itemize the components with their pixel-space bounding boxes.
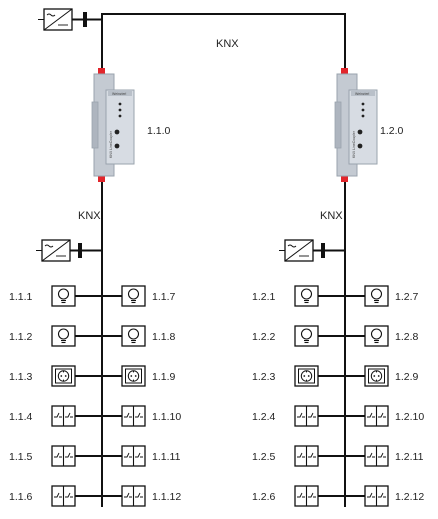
device-brand: Weinzierl [112,92,127,96]
device-address: 1.2.6 [252,491,276,503]
device-address: 1.1.7 [152,291,176,303]
device-address: 1.1.10 [152,411,181,423]
device-address: 1.1.1 [9,291,33,303]
device-address: 1.1.2 [9,331,33,343]
knx-line: 1.2.1 1.2.2 1.2.3 1.2.4 1.2.5 1.2.6 1.2.7 1.2.8… [252,182,424,507]
top-power-supply-icon [38,8,73,31]
prog-button-icon [357,129,363,135]
device-address: 1.2.7 [395,291,419,303]
socket-icon [121,365,146,387]
status-led-icon [118,102,122,106]
lamp-icon [121,325,146,347]
device-address: 1.1.8 [152,331,176,343]
lamp-icon [121,285,146,307]
bus-terminal [341,174,348,182]
switch-icon [51,405,76,427]
switch-icon [364,445,389,467]
status-led-icon [118,108,122,112]
line-choke [78,243,82,258]
device-address: 1.2.11 [395,451,424,463]
device-address: 1.1.3 [9,371,33,383]
device-address: 1.1.5 [9,451,33,463]
bus-terminal [98,174,105,182]
line-bus-label: KNX [320,210,343,222]
prog-button-icon [114,129,120,135]
bus-terminal [341,68,348,76]
prog-button-icon [357,143,363,149]
switch-icon [121,445,146,467]
device-address: 1.2.2 [252,331,276,343]
lamp-icon [294,325,319,347]
status-led-icon [361,102,365,106]
switch-icon [294,445,319,467]
device-address: 1.2.1 [252,291,276,303]
top-bus: KNX [38,8,346,70]
prog-button-icon [114,143,120,149]
device-address: 1.2.5 [252,451,276,463]
device-text: KNX LineCoupler [109,130,113,158]
switch-icon [121,405,146,427]
lamp-icon [51,325,76,347]
switch-icon [364,405,389,427]
top-bus-label: KNX [216,38,239,50]
lamp-icon [364,325,389,347]
line-power-supply-icon [36,239,71,262]
device-address: 1.2.10 [395,411,424,423]
status-led-icon [361,114,365,118]
line-power-supply-icon [279,239,314,262]
device-address: 1.1.4 [9,411,33,423]
device-address: 1.1.11 [152,451,181,463]
socket-icon [294,365,319,387]
switch-icon [294,405,319,427]
switch-icon [364,485,389,507]
device-brand: Weinzierl [355,92,370,96]
status-led-icon [118,114,122,118]
bus-terminal [98,68,105,76]
socket-icon [51,365,76,387]
device-address: 1.2.8 [395,331,419,343]
line-choke [321,243,325,258]
switch-icon [294,485,319,507]
lamp-icon [294,285,319,307]
device-address: 1.2.3 [252,371,276,383]
coupler-address: 1.1.0 [147,125,171,137]
device-address: 1.2.4 [252,411,276,423]
top-choke [83,12,87,27]
status-led-icon [361,108,365,112]
switch-icon [51,445,76,467]
line-bus-label: KNX [78,210,101,222]
device-text: KNX LineCoupler [352,130,356,158]
device-address: 1.1.9 [152,371,176,383]
knx-line: 1.1.1 1.1.2 1.1.3 1.1.4 1.1.5 1.1.6 1.1.7 1.1.8… [9,182,181,507]
device-address: 1.1.6 [9,491,33,503]
device-address: 1.2.12 [395,491,424,503]
socket-icon [364,365,389,387]
lamp-icon [364,285,389,307]
switch-icon [51,485,76,507]
device-address: 1.2.9 [395,371,419,383]
switch-icon [121,485,146,507]
coupler-address: 1.2.0 [380,125,404,137]
device-address: 1.1.12 [152,491,181,503]
lamp-icon [51,285,76,307]
